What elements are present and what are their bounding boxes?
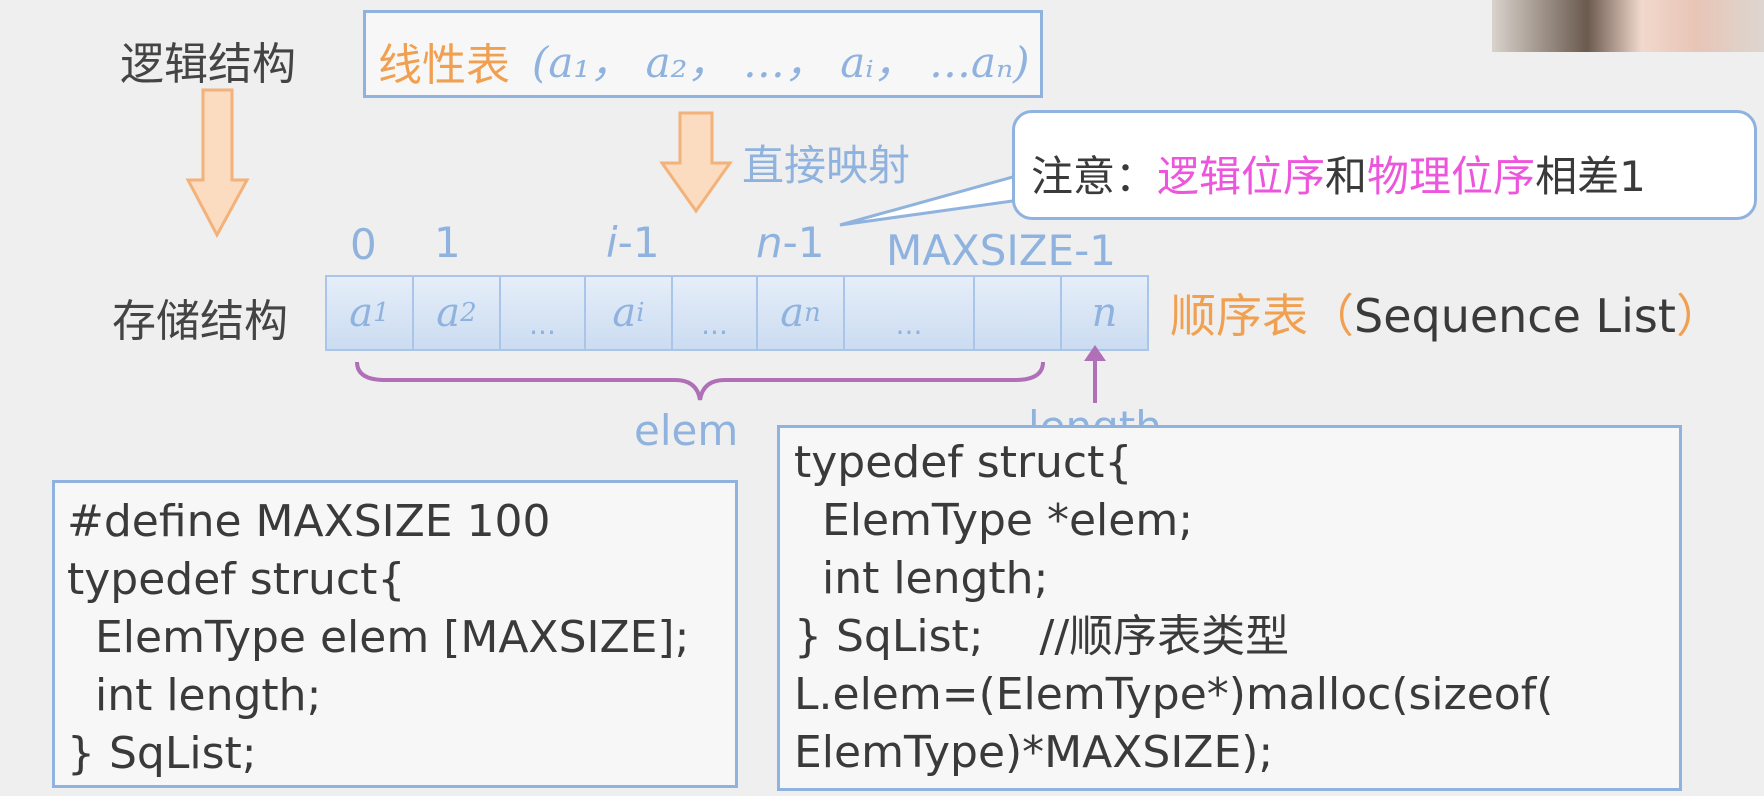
note-and: 和: [1325, 152, 1368, 201]
elem-brace-icon: [355, 361, 1045, 401]
dynamic-code-line: ElemType *elem;: [794, 495, 1194, 546]
note-text: 注意：逻辑位序和物理位序相差1: [1031, 143, 1646, 204]
memory-cell-subscript: 1: [373, 298, 390, 328]
memory-cell: ...: [501, 277, 586, 349]
memory-cell-value: a: [436, 290, 461, 336]
linear-list-title: 线性表: [378, 40, 510, 91]
note-logical-order: 逻辑位序: [1157, 152, 1326, 201]
length-arrow-icon: [1084, 345, 1106, 403]
dynamic-code-line: L.elem=(ElemType*)malloc(sizeof(: [794, 669, 1554, 720]
index-n-var: n: [756, 218, 783, 267]
memory-cell-subscript: 2: [460, 298, 477, 328]
direct-mapping-arrow-icon: [659, 111, 733, 214]
static-code-line: #define MAXSIZE 100: [67, 496, 551, 547]
memory-cell-value: n: [1091, 290, 1118, 336]
direct-mapping-label: 直接映射: [742, 141, 911, 190]
static-code-line: ElemType elem [MAXSIZE];: [67, 612, 690, 663]
memory-cell-value: ...: [701, 308, 728, 341]
index-1: 1: [434, 218, 461, 267]
static-code-line: typedef struct{: [67, 554, 406, 605]
index-i-var: i: [606, 218, 618, 267]
memory-cell: [975, 277, 1062, 349]
memory-cell-subscript: i: [636, 298, 645, 328]
sequence-list-cn: 顺序表: [1170, 289, 1308, 343]
memory-cell-value: ...: [529, 308, 556, 341]
memory-cell-value: a: [780, 290, 805, 336]
sequence-list-close-paren: ）: [1675, 289, 1722, 343]
sequence-list-english: Sequence List: [1354, 289, 1676, 343]
linear-list-formula: (a₁， a₂， …， aᵢ， …aₙ): [532, 38, 1030, 87]
memory-cell-value: ...: [895, 308, 923, 341]
memory-cell-value: a: [349, 290, 374, 336]
index-n-minus: -1: [782, 218, 825, 267]
sequence-list-title: 顺序表（Sequence List）: [1170, 280, 1722, 346]
static-code-line: } SqList;: [67, 728, 257, 779]
index-maxsize-minus-1: MAXSIZE-1: [886, 226, 1116, 275]
presenter-webcam-image: [1492, 0, 1764, 52]
note-physical-order: 物理位序: [1367, 152, 1536, 201]
sequence-list-open-paren: （: [1308, 289, 1354, 343]
dynamic-code-line: } SqList; //顺序表类型: [794, 611, 1290, 662]
memory-cell: ...: [845, 277, 975, 349]
index-0: 0: [350, 220, 377, 269]
note-callout: 注意：逻辑位序和物理位序相差1: [1012, 110, 1757, 220]
dynamic-code-box: typedef struct{ ElemType *elem; int leng…: [777, 425, 1682, 791]
callout-pointer: [839, 173, 1022, 227]
memory-cell: ...: [673, 277, 758, 349]
memory-cell-value: a: [612, 290, 637, 336]
index-i-minus-1: i-1: [606, 218, 660, 267]
memory-cell: n: [1062, 277, 1147, 349]
dynamic-code-line: int length;: [794, 553, 1049, 604]
storage-structure-label: 存储结构: [112, 296, 288, 347]
index-n-minus-1: n-1: [756, 218, 825, 267]
static-code-box: #define MAXSIZE 100 typedef struct{ Elem…: [52, 480, 738, 788]
note-suffix: 相差1: [1535, 152, 1646, 201]
static-code-line: int length;: [67, 670, 322, 721]
logical-structure-label: 逻辑结构: [120, 39, 296, 90]
memory-cell-subscript: n: [804, 298, 821, 328]
dynamic-code-line: ElemType)*MAXSIZE);: [794, 727, 1274, 778]
linear-list-box: 线性表 (a₁， a₂， …， aᵢ， …aₙ): [363, 10, 1043, 98]
elem-label: elem: [634, 406, 739, 455]
dynamic-code-line: typedef struct{: [794, 437, 1133, 488]
index-i-minus: -1: [617, 218, 660, 267]
note-prefix: 注意：: [1031, 152, 1158, 201]
logical-to-storage-arrow-icon: [185, 88, 250, 239]
